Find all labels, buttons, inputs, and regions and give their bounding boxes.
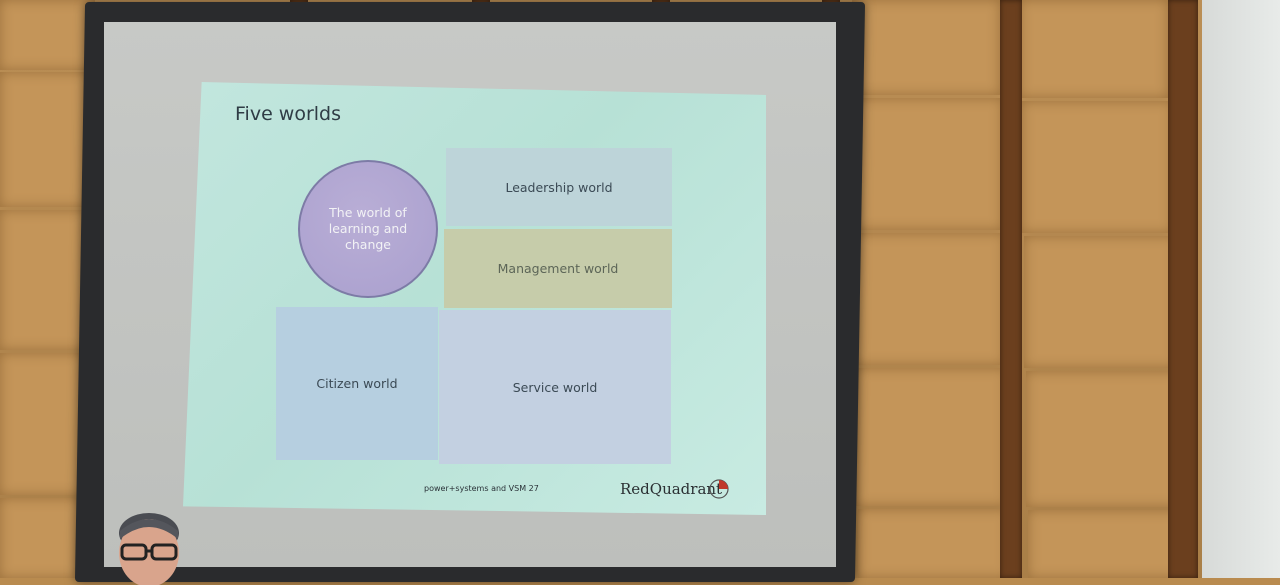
redquadrant-logo-text: RedQuadrant	[620, 480, 723, 498]
slide-title: Five worlds	[235, 103, 342, 125]
wall-panel	[0, 0, 95, 70]
wall-panel	[1024, 236, 1176, 368]
wall-panel	[856, 368, 1006, 506]
wall-panel	[0, 498, 82, 578]
circle-label: The world of learning and change	[328, 205, 408, 252]
learning-change-circle: The world of learning and change	[298, 160, 438, 298]
citizen-world-box: Citizen world	[276, 307, 438, 460]
service-label: Service world	[512, 379, 598, 395]
service-world-box: Service world	[439, 310, 671, 464]
leadership-world-box: Leadership world	[446, 148, 672, 226]
wall-panel	[0, 72, 92, 207]
redquadrant-logo-icon	[709, 479, 729, 499]
wall-panel	[1020, 0, 1168, 98]
wall-panel	[852, 98, 1002, 230]
management-world-box: Management world	[444, 229, 672, 308]
slide-footer: power+systems and VSM 27	[424, 484, 539, 493]
leadership-label: Leadership world	[505, 179, 613, 195]
wall-panel	[858, 509, 1008, 578]
wall-panel	[1028, 510, 1184, 578]
wall-panel	[0, 210, 90, 350]
wall-post	[1000, 0, 1022, 578]
white-wall	[1202, 0, 1280, 578]
management-label: Management world	[497, 261, 619, 276]
wall-panel	[1022, 101, 1172, 233]
wall-post	[1168, 0, 1198, 578]
wall-panel	[852, 0, 1000, 95]
citizen-label: Citizen world	[316, 376, 398, 391]
wall-panel	[854, 233, 1004, 365]
wall-panel	[0, 353, 86, 495]
wall-panel	[1026, 371, 1180, 507]
presenter-head	[119, 513, 179, 585]
